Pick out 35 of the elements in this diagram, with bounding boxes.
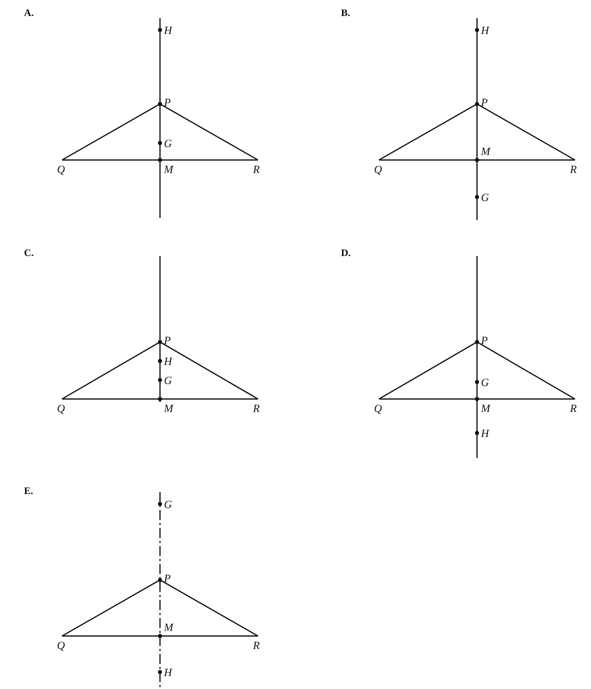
point-label: Q [57,164,65,176]
point-label: R [253,640,260,652]
point-label: R [253,164,260,176]
point-label: G [481,377,489,389]
point-label: M [164,622,174,634]
point-label: P [164,335,171,347]
point-label: P [164,97,171,109]
point-label: Q [57,640,65,652]
point-label: G [164,138,172,150]
panel-label: B. [341,8,350,19]
point-label: M [164,164,174,176]
point-label: Q [374,403,382,415]
panel-label: C. [24,248,34,259]
point-label: M [481,403,490,415]
point-label: H [164,25,172,37]
point-label: H [164,667,172,679]
point-label: G [164,375,172,387]
point-label: R [253,403,260,415]
point-label: H [481,428,489,440]
point-label: Q [374,164,382,176]
point-label: R [570,164,577,176]
point-label: G [164,499,172,511]
point-label: R [570,403,577,415]
point-label: Q [57,403,65,415]
point-label: H [481,25,489,37]
point-label: H [164,356,172,368]
point-label: P [481,335,488,347]
point-label: P [164,573,171,585]
panel-label: A. [24,8,34,19]
point-label: P [481,97,488,109]
panel-label: E. [24,486,34,497]
point-label: G [481,192,489,204]
point-label: M [481,146,490,158]
point-label: M [164,403,174,415]
panel-label: D. [341,248,351,259]
